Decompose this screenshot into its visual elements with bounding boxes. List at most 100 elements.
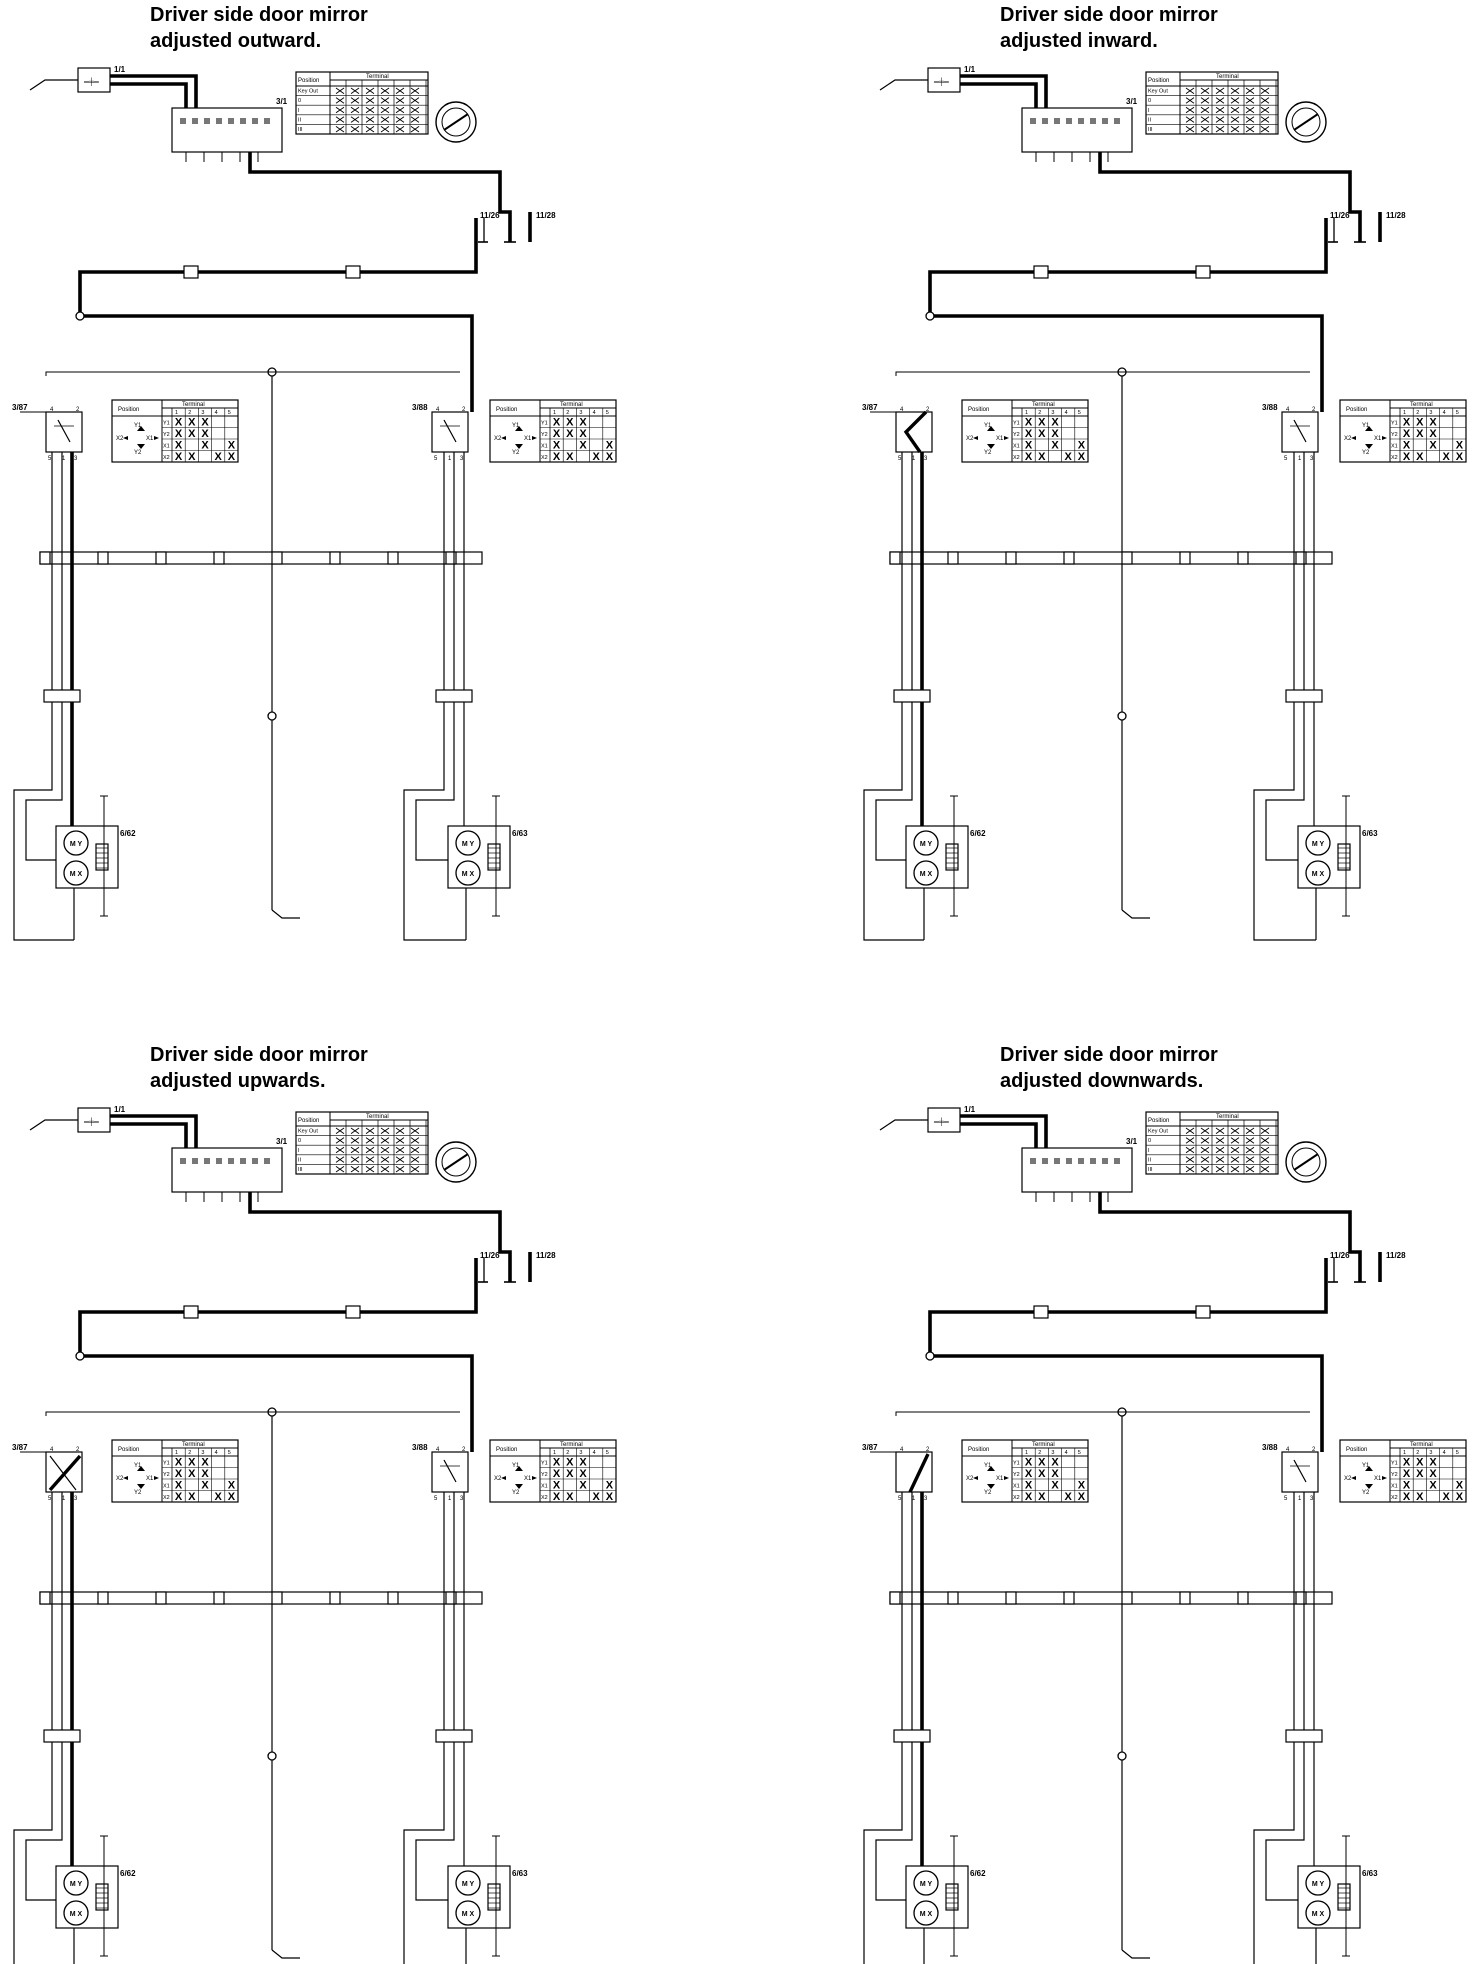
switch-table-cell: X	[1403, 1468, 1411, 1480]
switch-pin-label: 4	[50, 407, 54, 413]
switch-pin-label: 2	[926, 1447, 930, 1453]
switch-table-cell: X	[228, 451, 236, 463]
ignition-switch-pin	[240, 1158, 246, 1164]
switch-symbol-x1: X1	[996, 436, 1004, 442]
switch-table-row-label: Y2	[541, 432, 548, 438]
ignition-table-mark	[1200, 1146, 1210, 1154]
ignition-table-mark	[410, 1137, 420, 1144]
switch-pin-label: 4	[436, 1447, 440, 1453]
switch-table-row-label: Y2	[1391, 432, 1398, 438]
switch-pin-label: 5	[1284, 456, 1288, 462]
ignition-table-mark	[1260, 126, 1270, 133]
switch-table-terminal-number: 5	[1456, 1450, 1459, 1456]
inline-connector	[1195, 265, 1211, 279]
switch-contact-active	[908, 1453, 930, 1493]
switch-table-cell: X	[1429, 440, 1437, 452]
splice-point	[925, 311, 935, 321]
switch-table-cell: X	[1403, 428, 1411, 440]
switch-table-row-label: X1	[1391, 444, 1398, 450]
ignition-table-mark	[1260, 116, 1270, 123]
inline-connector	[183, 1305, 199, 1319]
ignition-table-mark	[335, 106, 345, 114]
switch-table-row-label: X2	[1391, 455, 1398, 461]
switch-table-terminal-number: 2	[1416, 410, 1419, 416]
ignition-key-icon-inner	[441, 107, 471, 137]
switch-table-cell: X	[566, 451, 574, 463]
power-wire	[110, 1114, 198, 1148]
ignition-table-mark	[350, 106, 360, 114]
motor-label: M X	[70, 1911, 83, 1918]
mirror-motor-label: 6/63	[1362, 1869, 1378, 1878]
driver-lower-wire	[863, 702, 924, 941]
ignition-switch-pin	[252, 118, 258, 124]
switch-symbol-y1: Y1	[984, 423, 992, 429]
switch-table-cell: X	[553, 1480, 561, 1492]
ignition-table-mark	[395, 1137, 405, 1144]
fuse-box	[77, 67, 111, 93]
switch-table-cell: X	[579, 1468, 587, 1480]
splice-point	[75, 1351, 85, 1361]
switch-table-header-position: Position	[118, 1447, 139, 1453]
ignition-table-mark	[1215, 1127, 1225, 1134]
motor-icon	[455, 830, 481, 856]
ignition-table-mark	[335, 1127, 345, 1134]
ignition-table-row-label: 0	[298, 1138, 301, 1144]
switch-terminal-table	[961, 1439, 1089, 1503]
passenger-lower-wire	[403, 702, 466, 941]
ignition-switch-pin	[204, 118, 210, 124]
mirror-switch-label: 3/87	[12, 403, 28, 412]
switch-table-terminal-number: 1	[1403, 410, 1406, 416]
ignition-table-mark	[365, 1166, 375, 1173]
power-wire	[110, 82, 188, 108]
switch-table-header-position: Position	[118, 407, 139, 413]
panel-title-line2: adjusted downwards.	[1000, 1070, 1204, 1092]
fuse-box	[927, 67, 961, 93]
switch-symbol-y2: Y2	[1362, 450, 1370, 456]
inline-connector	[345, 1305, 361, 1319]
switch-table-terminal-number: 2	[566, 1450, 569, 1456]
ignition-table-mark	[395, 116, 405, 123]
harness-connector	[271, 1591, 283, 1605]
switch-contact	[1293, 419, 1307, 443]
motor-label: M X	[462, 1911, 475, 1918]
switch-table-cell: X	[579, 1480, 587, 1492]
switch-symbol-y2: Y2	[1362, 1490, 1370, 1496]
switch-contact	[443, 419, 457, 443]
harness-connector	[1063, 1591, 1075, 1605]
switch-pin-label: 1	[448, 1496, 452, 1502]
ignition-table-header-terminal: Terminal	[366, 1114, 389, 1120]
mirror-switch-label: 3/88	[1262, 1443, 1278, 1452]
switch-symbol-x2: X2	[1344, 1476, 1352, 1482]
inline-connector	[345, 265, 361, 279]
ignition-table-mark	[350, 126, 360, 133]
switch-terminal-table	[1339, 399, 1467, 463]
switch-symbol-x2: X2	[494, 1476, 502, 1482]
ignition-table-row-label: Key Out	[1148, 89, 1168, 95]
ignition-table-row-label: II	[298, 1157, 302, 1163]
motor-label: M X	[920, 1911, 933, 1918]
switch-table-cell: X	[1025, 1480, 1033, 1492]
mirror-switch-body	[45, 411, 83, 453]
ignition-table-mark	[1215, 116, 1225, 123]
harness-connector	[445, 1591, 457, 1605]
switch-table-cell: X	[1038, 1457, 1046, 1469]
ignition-table-mark	[350, 1127, 360, 1134]
ignition-table-mark	[395, 87, 405, 94]
ignition-table-mark	[1215, 1156, 1225, 1163]
ignition-table-row-label: II	[1148, 1157, 1152, 1163]
switch-pin-label: 2	[76, 407, 80, 413]
ignition-key-icon-inner	[1291, 1147, 1321, 1177]
switch-table-cell: X	[579, 1457, 587, 1469]
switch-table-cell: X	[1078, 1480, 1086, 1492]
harness-connector	[39, 551, 51, 565]
switch-table-cell: X	[1416, 1468, 1424, 1480]
connector-label-right: 11/28	[1386, 211, 1406, 220]
motor-icon	[1305, 1870, 1331, 1896]
switch-pin-label: 1	[62, 456, 66, 462]
switch-table-terminal-number: 5	[1078, 1450, 1081, 1456]
ignition-table-mark	[1200, 97, 1210, 104]
switch-pin-label: 1	[62, 1496, 66, 1502]
